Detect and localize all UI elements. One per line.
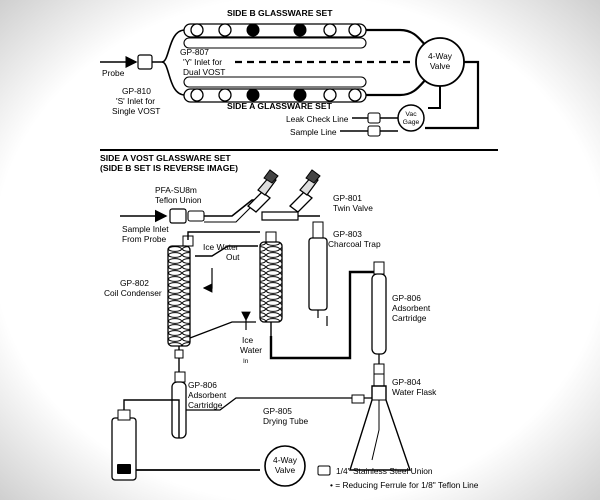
vac-gage-label-1: Vac bbox=[405, 111, 417, 118]
gp805-code: GP-805 bbox=[263, 406, 292, 416]
pfa-label-2: Teflon Union bbox=[155, 195, 202, 205]
right-adsorbent-cartridge bbox=[371, 261, 387, 375]
ice-out-label-2: Out bbox=[226, 252, 240, 262]
probe-union bbox=[137, 54, 153, 70]
legend-ferrule-text: • = Reducing Ferrule for 1/8" Teflon Lin… bbox=[330, 480, 479, 490]
gp810-line-2: Single VOST bbox=[112, 106, 160, 116]
side-a-valve-1 bbox=[246, 88, 260, 102]
coil-condenser bbox=[167, 235, 194, 372]
sample-line-fitting bbox=[367, 125, 381, 137]
pfa-teflon-union bbox=[169, 208, 187, 224]
top-valve-label-2: Valve bbox=[430, 61, 451, 71]
ice-out-label-1: Ice Water bbox=[203, 242, 239, 252]
bottom-header-line-1: SIDE A VOST GLASSWARE SET bbox=[100, 153, 231, 163]
gp803-code: GP-803 bbox=[333, 229, 362, 239]
ice-in-label-2: Water bbox=[240, 345, 262, 355]
gp804-code: GP-804 bbox=[392, 377, 421, 387]
bottom-4-way-valve bbox=[264, 445, 306, 487]
bottom-valve-label-1: 4-Way bbox=[273, 455, 298, 465]
drying-tube bbox=[111, 409, 137, 481]
top-schematic: 4-Way Valve Vac Gage SIDE B GLASSWARE SE… bbox=[100, 8, 480, 137]
gp801-name: Twin Valve bbox=[333, 203, 373, 213]
gp806-right-code: GP-806 bbox=[392, 293, 421, 303]
gp807-code: GP-807 bbox=[180, 47, 209, 57]
side-b-valve-1 bbox=[246, 23, 260, 37]
side-a-valve-2 bbox=[293, 88, 307, 102]
side-b-glassware bbox=[183, 23, 367, 49]
sample-inlet-label-1: Sample Inlet bbox=[122, 224, 169, 234]
legend-union-symbol bbox=[317, 465, 331, 476]
twin-valve bbox=[247, 169, 321, 221]
gp802-name: Coil Condenser bbox=[104, 288, 162, 298]
ice-in-label-3: In bbox=[243, 358, 249, 365]
legend-union-text: 1/4" Stainless Steel Union bbox=[336, 466, 433, 476]
vac-gage-label-2: Gage bbox=[403, 119, 420, 126]
top-valve-label-1: 4-Way bbox=[428, 51, 453, 61]
gp802-code: GP-802 bbox=[120, 278, 149, 288]
leak-check-label: Leak Check Line bbox=[286, 114, 349, 124]
bottom-header-line-2: (SIDE B SET IS REVERSE IMAGE) bbox=[100, 163, 238, 173]
sample-inlet-label-2: From Probe bbox=[122, 234, 167, 244]
side-b-title: SIDE B GLASSWARE SET bbox=[227, 8, 333, 18]
vac-gage bbox=[397, 104, 425, 132]
gp806-right-line-2: Cartridge bbox=[392, 313, 427, 323]
secondary-condenser bbox=[259, 231, 283, 336]
side-b-valve-2 bbox=[293, 23, 307, 37]
gp806-left-line-2: Cartridge bbox=[188, 400, 223, 410]
gp807-line-2: Dual VOST bbox=[183, 67, 225, 77]
gp810-code: GP-810 bbox=[122, 86, 151, 96]
side-a-title: SIDE A GLASSWARE SET bbox=[227, 101, 333, 111]
gp803-name: Charcoal Trap bbox=[328, 239, 381, 249]
pfa-label-1: PFA-SU8m bbox=[155, 185, 197, 195]
bottom-valve-label-2: Valve bbox=[275, 465, 296, 475]
side-a-glassware bbox=[183, 76, 367, 103]
ice-in-label-1: Ice bbox=[242, 335, 254, 345]
gp801-code: GP-801 bbox=[333, 193, 362, 203]
sample-line-label: Sample Line bbox=[290, 127, 337, 137]
probe-label: Probe bbox=[102, 68, 125, 78]
gp806-left-code: GP-806 bbox=[188, 380, 217, 390]
gp806-left-line-1: Adsorbent bbox=[188, 390, 227, 400]
gp805-name: Drying Tube bbox=[263, 416, 308, 426]
leak-check-fitting bbox=[367, 112, 381, 124]
gp804-name: Water Flask bbox=[392, 387, 437, 397]
water-flask bbox=[349, 373, 411, 471]
bottom-schematic: SIDE A VOST GLASSWARE SET (SIDE B SET IS… bbox=[100, 153, 479, 490]
charcoal-trap bbox=[308, 221, 328, 318]
gp806-right-line-1: Adsorbent bbox=[392, 303, 431, 313]
gp807-line-1: 'Y' Inlet for bbox=[183, 57, 222, 67]
gp810-line-1: 'S' Inlet for bbox=[116, 96, 155, 106]
